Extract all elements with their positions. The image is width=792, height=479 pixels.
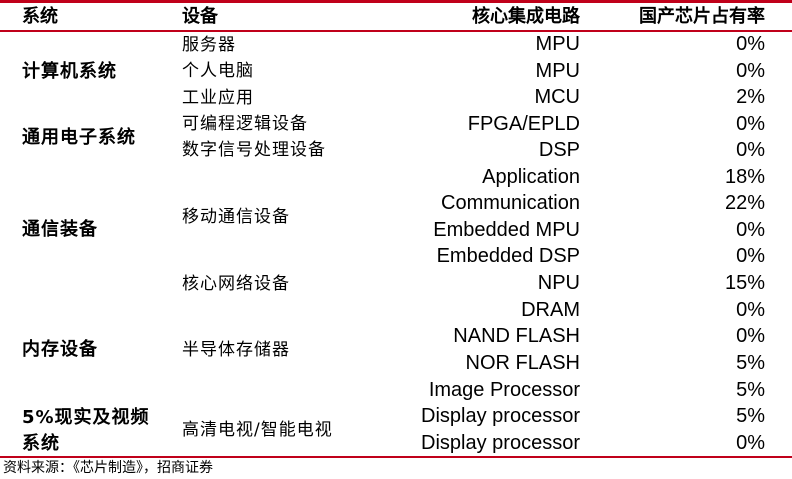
system-cell: 通用电子系统 xyxy=(22,127,136,148)
header-share: 国产芯片占有率 xyxy=(639,6,765,27)
top-rule xyxy=(0,0,792,3)
ic-cell: NAND FLASH xyxy=(453,325,580,347)
share-cell: 0% xyxy=(736,219,765,241)
share-cell: 15% xyxy=(724,272,765,294)
share-cell: 0% xyxy=(736,325,765,347)
device-cell: 核心网络设备 xyxy=(182,274,290,294)
device-cell: 高清电视/智能电视 xyxy=(182,420,333,440)
share-cell: 5% xyxy=(736,379,765,401)
device-cell: 工业应用 xyxy=(182,88,254,108)
ic-cell: Communication xyxy=(441,192,580,214)
ic-cell: MPU xyxy=(535,60,580,82)
ic-cell: Application xyxy=(482,166,580,188)
ic-cell: MPU xyxy=(535,33,580,55)
header-rule xyxy=(0,30,792,32)
share-cell: 22% xyxy=(724,192,765,214)
device-cell: 半导体存储器 xyxy=(182,340,290,360)
header-ic: 核心集成电路 xyxy=(472,6,580,27)
device-cell: 个人电脑 xyxy=(182,61,254,81)
ic-cell: Display processor xyxy=(421,432,580,454)
system-cell: 通信装备 xyxy=(22,219,98,240)
ic-cell: NOR FLASH xyxy=(465,352,580,374)
device-cell: 服务器 xyxy=(182,35,236,55)
ic-cell: Embedded MPU xyxy=(433,219,580,241)
share-cell: 0% xyxy=(736,139,765,161)
ic-cell: FPGA/EPLD xyxy=(467,113,580,135)
ic-cell: DRAM xyxy=(521,299,580,321)
system-cell: 内存设备 xyxy=(22,339,98,360)
header-device: 设备 xyxy=(182,6,218,27)
source-note: 资料来源：《芯片制造》，招商证券 xyxy=(3,460,213,476)
device-cell: 可编程逻辑设备 xyxy=(182,114,308,134)
ic-cell: DSP xyxy=(538,139,580,161)
share-cell: 0% xyxy=(736,299,765,321)
ic-cell: Display processor xyxy=(421,405,580,427)
share-cell: 0% xyxy=(736,245,765,267)
system-cell: 5%现实及视频 xyxy=(22,407,150,428)
share-cell: 2% xyxy=(736,86,765,108)
system-cell: 系统 xyxy=(22,433,60,454)
share-cell: 5% xyxy=(736,352,765,374)
share-cell: 0% xyxy=(736,432,765,454)
share-cell: 0% xyxy=(736,60,765,82)
device-cell: 移动通信设备 xyxy=(182,207,290,227)
device-cell: 数字信号处理设备 xyxy=(182,140,326,160)
share-cell: 0% xyxy=(736,33,765,55)
share-cell: 0% xyxy=(736,113,765,135)
ic-cell: Image Processor xyxy=(428,379,580,401)
ic-cell: NPU xyxy=(537,272,580,294)
header-system: 系统 xyxy=(22,6,58,27)
share-cell: 18% xyxy=(724,166,765,188)
bottom-rule xyxy=(0,456,792,458)
share-cell: 5% xyxy=(736,405,765,427)
ic-cell: MCU xyxy=(534,86,580,108)
ic-cell: Embedded DSP xyxy=(436,245,580,267)
system-cell: 计算机系统 xyxy=(22,61,117,82)
